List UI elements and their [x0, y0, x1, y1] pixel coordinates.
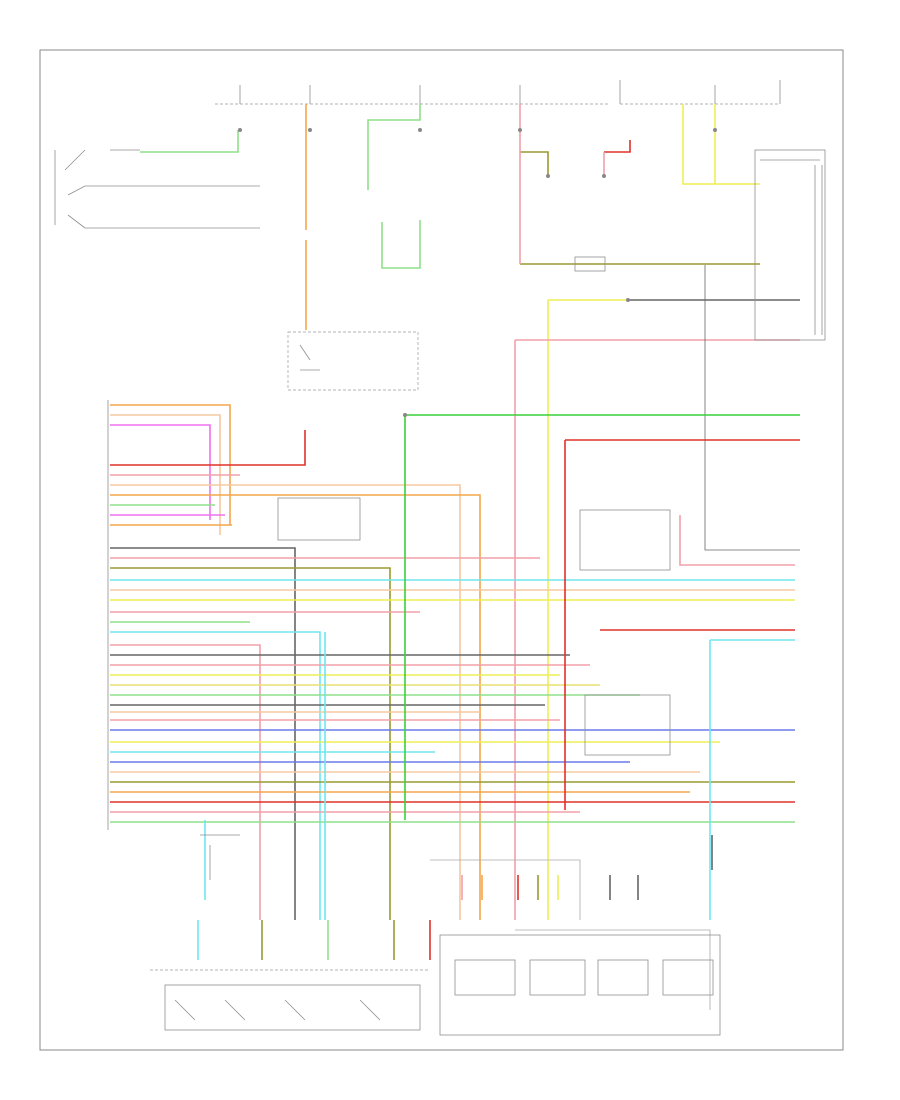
wire-light-green-center — [367, 104, 421, 190]
transmission-blocks — [150, 934, 721, 1036]
bottom-connector-ticks — [197, 835, 713, 960]
switch-group-left — [54, 149, 260, 229]
wire-olive — [520, 151, 549, 175]
relay-boxes-right — [574, 149, 826, 341]
ground-markers — [238, 128, 717, 417]
middle-components — [200, 497, 671, 880]
diagram-frame — [39, 49, 844, 1051]
wire-yellow-top — [682, 104, 715, 185]
wire-magenta-c3 — [110, 424, 211, 520]
fuse-block-top — [215, 80, 781, 105]
wire-light-green-top — [140, 130, 239, 153]
wire-red-lower-right — [564, 439, 800, 810]
center-module-box — [287, 331, 419, 391]
wires — [110, 104, 800, 1010]
